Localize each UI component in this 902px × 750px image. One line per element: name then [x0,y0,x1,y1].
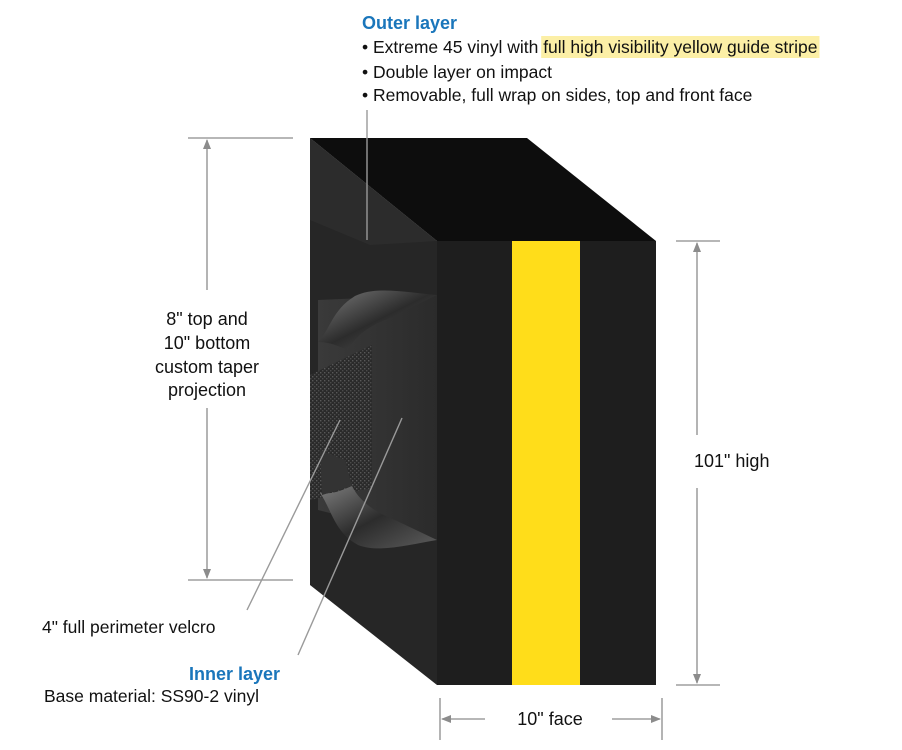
peeled-corner-bottom [320,486,437,549]
left-dim-line-2: 10" bottom [164,333,250,353]
outer-bullet-1: • Extreme 45 vinyl with full high visibi… [362,37,817,57]
velcro-label: 4" full perimeter velcro [42,617,216,637]
inner-layer-leader [297,417,403,656]
left-dim-line-3: custom taper [155,357,259,377]
inner-layer-detail: Base material: SS90-2 vinyl [44,686,259,706]
extension-lines [188,137,720,740]
outer-bullet-3: • Removable, full wrap on sides, top and… [362,85,752,105]
left-dim-line-4: projection [168,380,246,400]
peeled-corner-top [318,290,437,350]
velcro-leader [246,419,341,611]
inner-layer-title: Inner layer [189,664,280,684]
left-dimension-label: 8" top and 10" bottom custom taper proje… [155,309,259,400]
bumper-block [310,138,656,685]
dimension-arrows [203,139,701,723]
outer-layer-title: Outer layer [362,13,457,33]
yellow-guide-stripe [512,241,580,685]
left-dim-line-1: 8" top and [166,309,247,329]
highlighted-phrase: full high visibility yellow guide stripe [543,37,817,57]
outer-bullet-2: • Double layer on impact [362,62,552,82]
side-face-shade [310,138,437,245]
callout-leaders [246,110,403,656]
right-dimension-label: 101" high [694,451,769,471]
bumper-top-face [310,138,656,241]
outer-layer-callout: Outer layer • Extreme 45 vinyl with full… [362,13,820,105]
peeled-corner-lower-left [320,450,352,495]
highlight-box [541,36,820,58]
bottom-dimension-label: 10" face [517,709,582,729]
